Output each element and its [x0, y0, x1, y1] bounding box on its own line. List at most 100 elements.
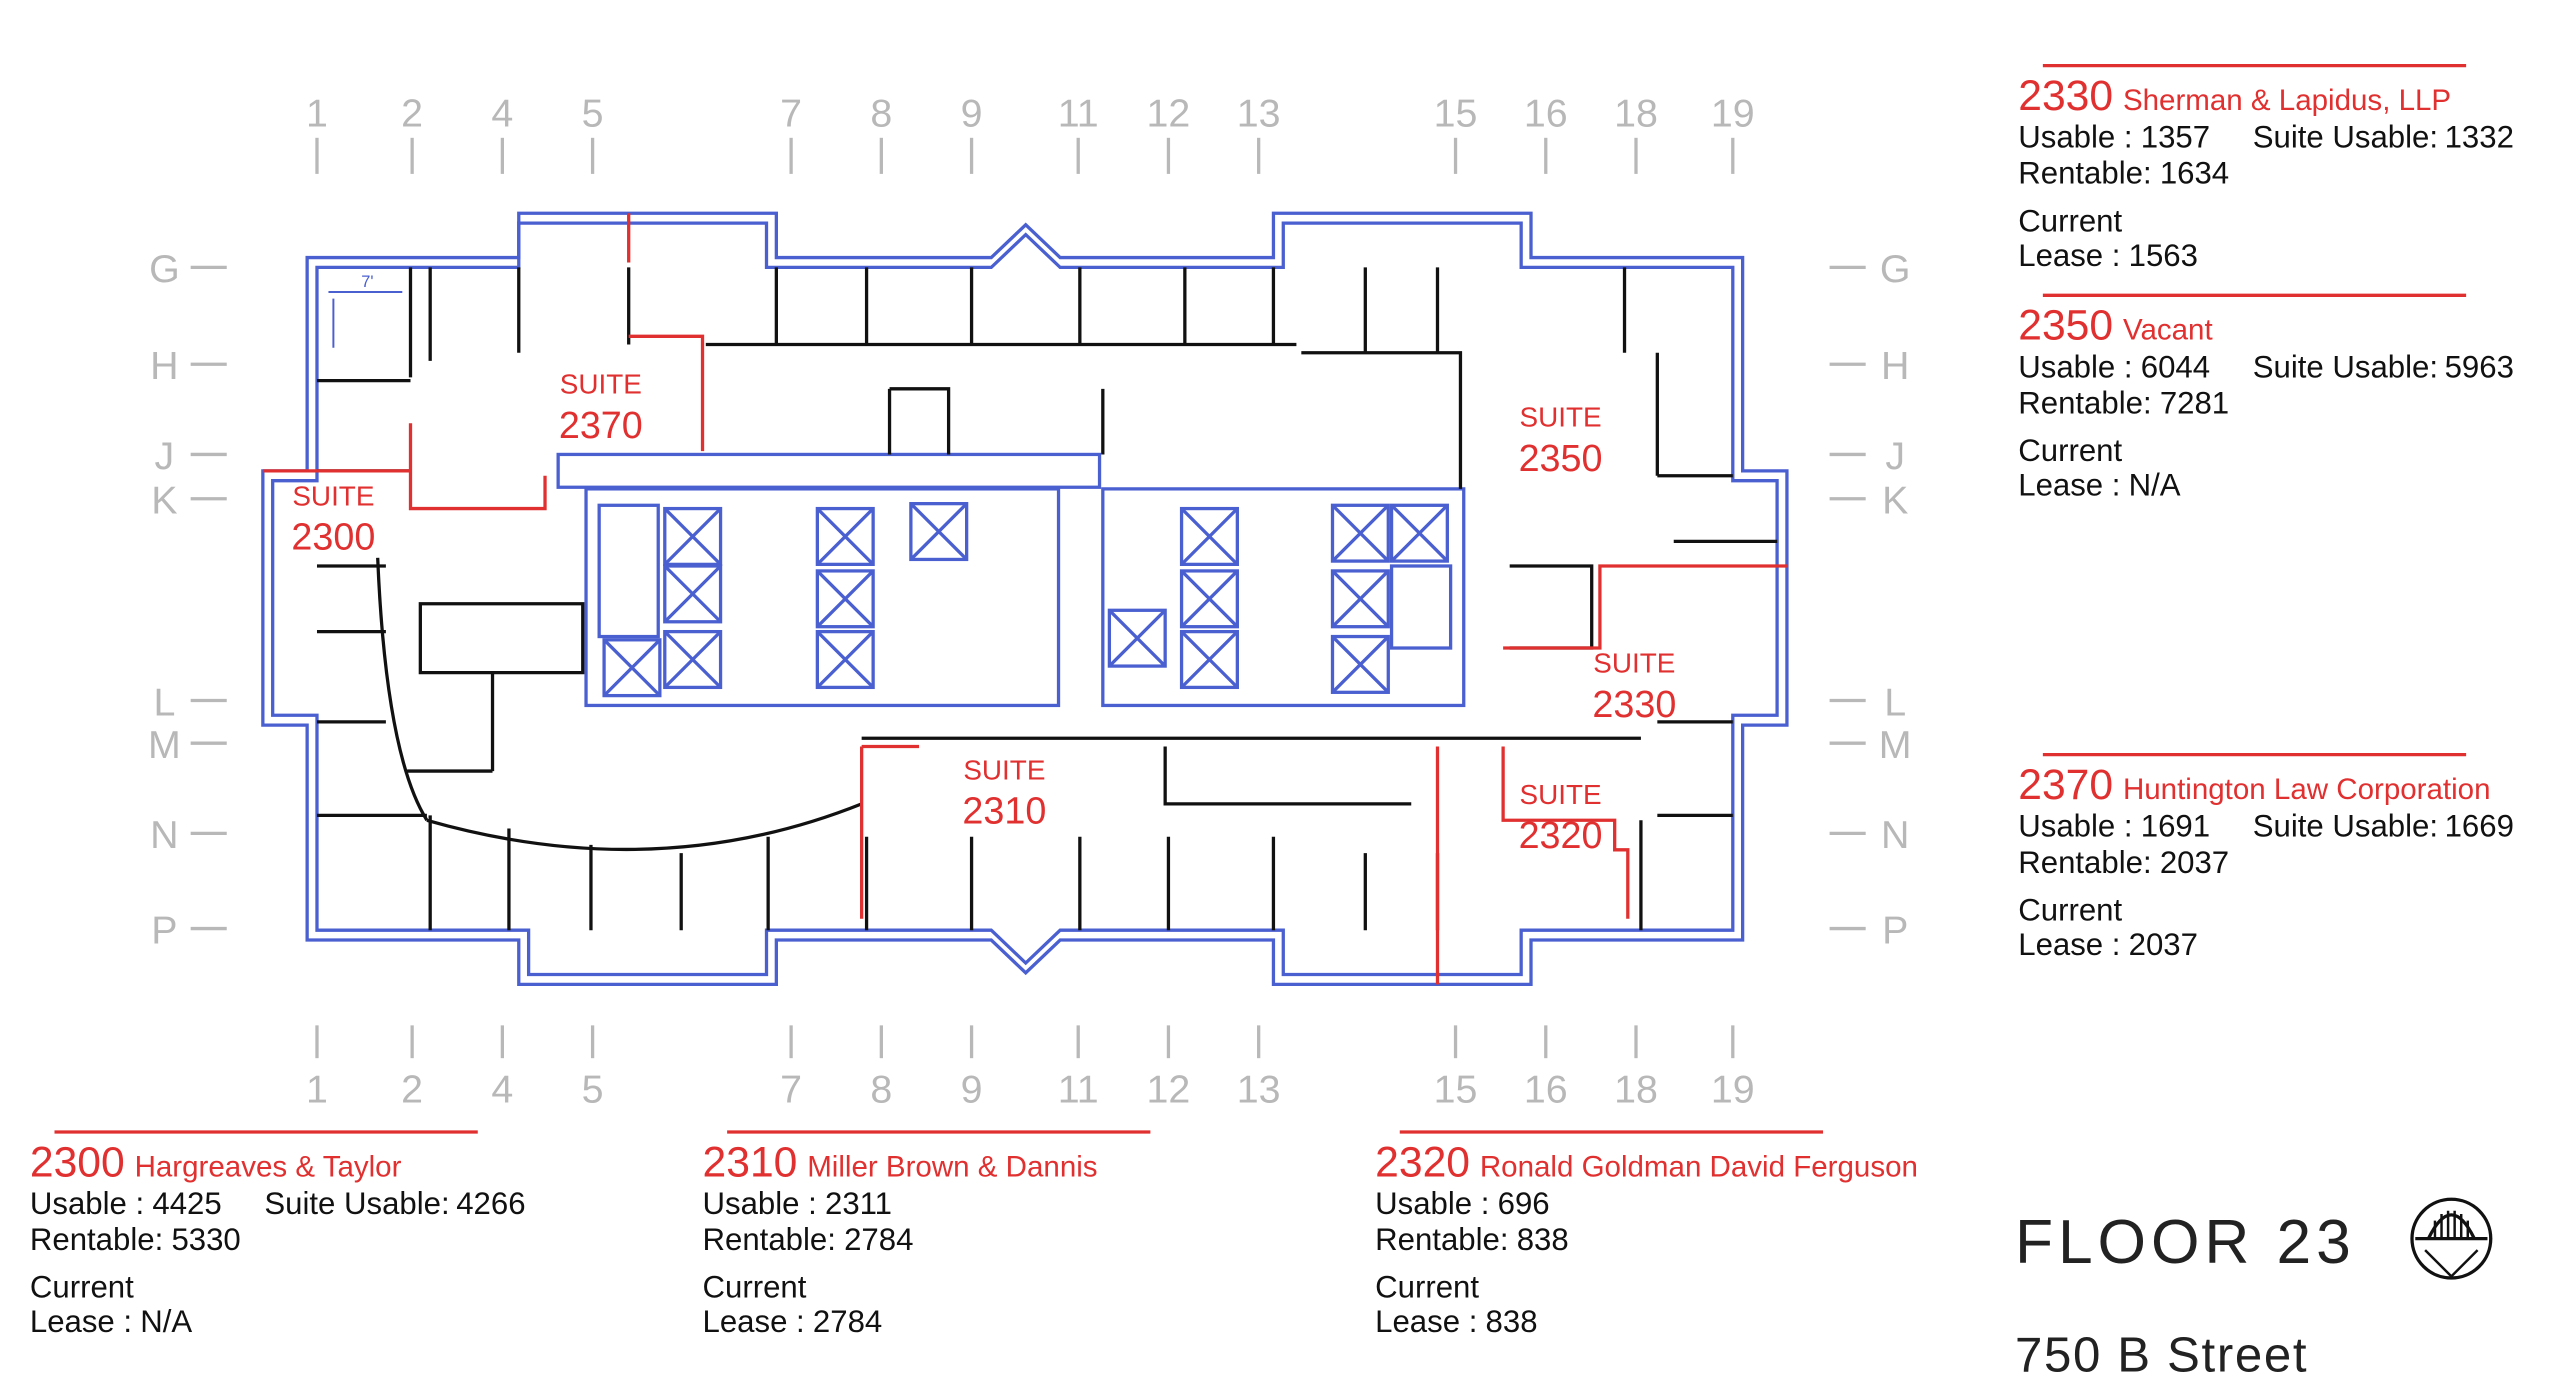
grid-column-label-top: 7	[780, 91, 802, 135]
suite-number: 2350	[1519, 437, 1603, 479]
grid-row-label-right: K	[1882, 478, 1908, 522]
lease-line: Lease :1563	[2018, 238, 2198, 273]
grid-column-label-top: 15	[1434, 91, 1478, 135]
rentable-line: Rentable:5330	[30, 1222, 241, 1257]
lease-line: Lease :838	[1375, 1304, 1537, 1339]
usable-label: Usable :	[2018, 349, 2132, 384]
rentable-label: Rentable:	[1375, 1222, 1508, 1257]
rentable-line: Rentable: 838	[1375, 1222, 1569, 1257]
tenant-name: Vacant	[2123, 314, 2213, 347]
grid-column-label-bottom: 19	[1711, 1067, 1755, 1111]
grid-row-label-right: G	[1880, 247, 1911, 291]
grid-row-label-right: N	[1881, 813, 1909, 857]
usable-value: 4425	[152, 1186, 221, 1221]
usable-value: 1357	[2141, 120, 2210, 155]
lease-line: Lease : 2037	[2018, 927, 2198, 962]
current-label: Current	[2018, 892, 2122, 927]
elevator-shaft	[1330, 569, 1390, 629]
tenant-suite-number: 2310	[703, 1138, 798, 1186]
rentable-label: Rentable:	[30, 1222, 163, 1257]
lease-label: Lease :	[30, 1304, 132, 1339]
rentable-label: Rentable:	[703, 1222, 836, 1257]
elevator-shaft	[663, 629, 723, 690]
current-label: Current	[703, 1270, 807, 1305]
suite-number: 2310	[962, 790, 1046, 832]
rentable-line: Rentable:2037	[2018, 845, 2229, 880]
usable-label: Usable :	[2018, 120, 2132, 155]
suite-usable-value: 1332	[2445, 120, 2514, 155]
suite-number: 2330	[1592, 683, 1676, 725]
elevator-shaft	[1179, 569, 1239, 629]
grid-column-label-bottom: 12	[1147, 1067, 1191, 1111]
lease-label: Lease :	[2018, 927, 2120, 962]
grid-column-label-bottom: 18	[1614, 1067, 1658, 1111]
usable-value: 2311	[825, 1186, 892, 1221]
suite-boundaries	[262, 213, 1787, 985]
grid-row-label-left: L	[153, 680, 175, 724]
grid-column-label-top: 5	[582, 91, 604, 135]
elevator-shaft	[1330, 503, 1390, 563]
grid-column-label-top: 16	[1524, 91, 1568, 135]
suite-usable-value: 5963	[2445, 349, 2514, 384]
interior-walls	[316, 267, 1778, 931]
rentable-line: Rentable:2784	[703, 1222, 914, 1257]
grid-column-label-bottom: 8	[870, 1067, 892, 1111]
suite-usable-label: Suite Usable:	[264, 1186, 449, 1221]
dimension-marker: 7'	[328, 273, 403, 348]
grid-column-label-top: 19	[1711, 91, 1755, 135]
rentable-value: 1634	[2160, 156, 2229, 191]
elevator-shaft	[815, 629, 875, 690]
grid-row-label-right: P	[1882, 908, 1908, 952]
grid-row-label-left: J	[155, 434, 175, 478]
grid-column-label-bottom: 2	[401, 1067, 423, 1111]
dimension-label: 7'	[361, 273, 373, 291]
grid-row-label-right: J	[1885, 434, 1905, 478]
grid-column-label-bottom: 1	[306, 1067, 328, 1111]
grid-column-label-bottom: 11	[1058, 1067, 1099, 1111]
grid-row-label-left: G	[149, 247, 180, 291]
usable-label: Usable :	[30, 1186, 144, 1221]
building-inner-outline	[271, 221, 1779, 977]
grid-column-label-top: 2	[401, 91, 423, 135]
elevator-shaft	[815, 506, 875, 566]
suite-label: SUITE	[1593, 648, 1675, 679]
suite-label: SUITE	[963, 754, 1045, 785]
floor-title: FLOOR 23	[2015, 1208, 2356, 1277]
suite-number: 2300	[291, 516, 375, 558]
grid-column-label-top: 11	[1058, 91, 1099, 135]
usable-label: Usable :	[703, 1186, 817, 1221]
lease-value: 838	[1486, 1304, 1538, 1339]
grid-column-label-bottom: 15	[1434, 1067, 1478, 1111]
elevator-shaft	[1179, 506, 1239, 566]
rentable-label: Rentable:	[2018, 845, 2151, 880]
usable-value: 1691	[2141, 809, 2210, 844]
suite-usable-label: Suite Usable:	[2253, 809, 2438, 844]
grid-column-label-bottom: 7	[780, 1067, 802, 1111]
lease-value: 2784	[813, 1304, 882, 1339]
lease-label: Lease :	[2018, 467, 2120, 502]
building-outline	[261, 211, 1789, 986]
grid-row-label-left: M	[148, 723, 181, 767]
lease-line: Lease :N/A	[2018, 467, 2181, 502]
lease-label: Lease :	[2018, 238, 2120, 273]
rentable-label: Rentable:	[2018, 156, 2151, 191]
rentable-label: Rentable:	[2018, 385, 2151, 420]
grid-row-label-left: H	[150, 344, 178, 388]
lease-value: 2037	[2129, 927, 2198, 962]
grid-column-label-top: 8	[870, 91, 892, 135]
building-core	[556, 452, 1466, 708]
elevator-shaft	[1330, 634, 1390, 694]
elevator-shaft	[1107, 608, 1167, 668]
grid-column-label-top: 18	[1614, 91, 1658, 135]
suite-usable-value: 1669	[2445, 809, 2514, 844]
current-label: Current	[2018, 203, 2122, 238]
rentable-value: 838	[1517, 1222, 1569, 1257]
